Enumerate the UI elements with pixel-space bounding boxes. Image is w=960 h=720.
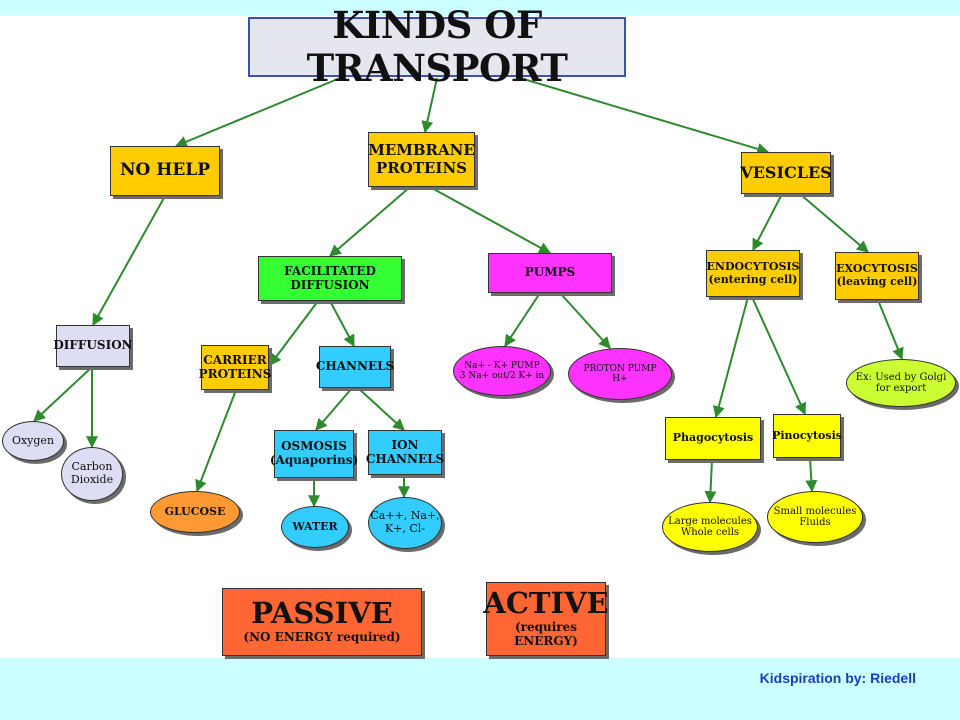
legend-active: ACTIVE (requires ENERGY) [483,582,609,656]
arrow-pumps-protonpump [559,292,611,349]
arrow-title-membrane [421,77,438,134]
legend-passive: PASSIVE (NO ENERGY required) [222,588,422,656]
node-phagocytosis: Phagocytosis [665,417,761,460]
arrow-membrane-pumps [429,186,552,254]
arrow-pumps-napump [504,292,541,348]
diagram-background [0,16,960,658]
node-glucose: GLUCOSE [150,491,240,533]
node-no-help: NO HELP [110,146,220,196]
node-oxygen: Oxygen [2,421,64,461]
node-diffusion: DIFFUSION [53,325,133,367]
arrow-nohelp-diffusion [92,195,166,327]
node-endocytosis: ENDOCYTOSIS (entering cell) [706,250,800,297]
arrow-diffusion-oxygen [33,366,93,422]
node-proton-pump: PROTON PUMP H+ [568,348,672,400]
node-carrier-proteins: CARRIER PROTEINS [199,345,271,390]
diagram-title: KINDS OF TRANSPORT [248,4,626,89]
arrow-endocytosis-pinocytosis [751,296,807,416]
node-membrane-proteins: MEMBRANE PROTEINS [368,132,475,187]
arrow-vesicles-endocytosis [752,193,783,252]
node-large-molecules: Large molecules Whole cells [662,502,758,552]
node-facilitated-diffusion: FACILITATED DIFFUSION [258,256,402,301]
arrow-carrier-glucose [195,389,237,493]
node-channels: CHANNELS [316,346,394,388]
arrow-channels-osmosis [315,387,353,431]
node-water: WATER [281,506,349,548]
arrow-title-nohelp [174,77,341,148]
legend-active-subtitle: (requires ENERGY) [514,620,578,648]
arrow-endocytosis-phagocytosis [712,296,749,419]
node-small-molecules: Small molecules Fluids [767,491,863,543]
node-ions: Ca++, Na+, K+, Cl- [368,497,442,549]
node-na-k-pump: Na+ - K+ PUMP 3 Na+ out/2 K+ in [453,346,551,396]
arrow-facilitated-channels [329,300,355,348]
node-pumps: PUMPS [488,253,612,293]
node-carbon-dioxide: Carbon Dioxide [61,447,123,501]
arrow-channels-ion [357,387,405,431]
node-exocytosis: EXOCYTOSIS (leaving cell) [835,252,919,300]
arrow-facilitated-carrier [269,300,319,366]
legend-active-title: ACTIVE [483,586,609,621]
arrow-pinocytosis-small [805,457,818,493]
node-osmosis: OSMOSIS (Aquaporins) [270,430,358,478]
legend-passive-subtitle: (NO ENERGY required) [243,630,401,645]
node-vesicles: VESICLES [740,152,832,194]
arrow-vesicles-exocytosis [799,193,869,253]
arrow-title-vesicles [519,77,770,155]
footer-credit: Kidspiration by: Riedell [759,670,916,686]
legend-passive-title: PASSIVE [251,596,393,631]
node-pinocytosis: Pinocytosis [772,414,842,458]
node-golgi-example: Ex: Used by Golgi for export [846,359,956,407]
arrow-exocytosis-golgi [877,299,904,361]
arrow-phagocytosis-large [704,459,717,504]
node-ion-channels: ION CHANNELS [366,430,444,475]
arrow-membrane-facilitated [329,186,411,257]
